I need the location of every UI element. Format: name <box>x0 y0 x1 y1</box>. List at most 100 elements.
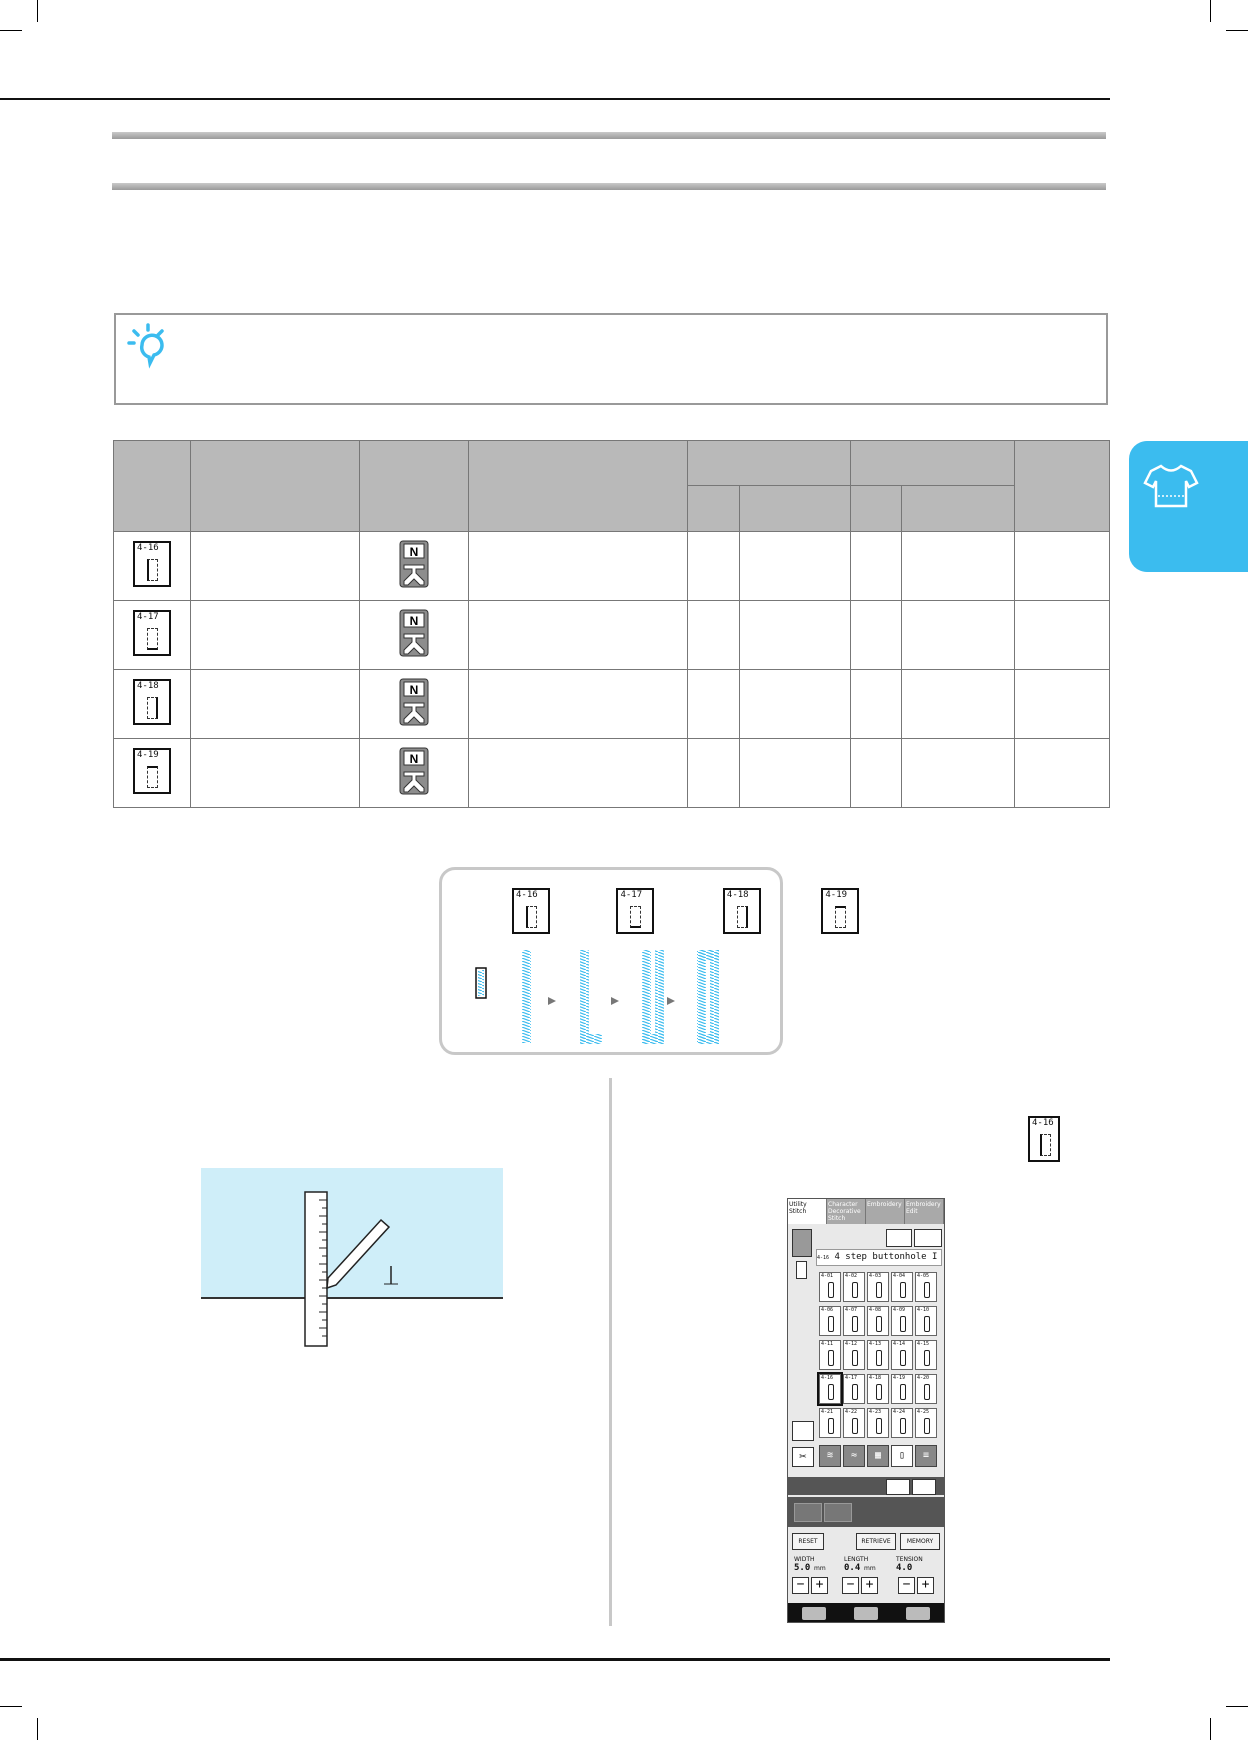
sewing-machine-help-button[interactable] <box>854 1606 878 1620</box>
width-plus-button[interactable]: + <box>811 1577 828 1594</box>
table-row: 4-17 N <box>113 600 1110 670</box>
table-header-row <box>113 440 1110 532</box>
reverse-button[interactable] <box>792 1421 814 1441</box>
stitch-cell[interactable]: 4-24 <box>891 1408 913 1438</box>
stitch-cell[interactable]: 4-23 <box>867 1408 889 1438</box>
memory-button[interactable]: MEMORY <box>900 1533 940 1550</box>
needle-position-button[interactable] <box>824 1503 852 1522</box>
stitch-grid: 4-01 4-02 4-03 4-04 4-05 4-06 4-07 4-08 … <box>817 1272 941 1438</box>
stitch-cell[interactable]: 4-01 <box>819 1272 841 1302</box>
screen-tab-bar: Utility Stitch Character Decorative Stit… <box>788 1199 944 1224</box>
left-side-stitch <box>522 950 531 1043</box>
foot-letter: N <box>410 545 419 559</box>
foot-letter: N <box>410 683 419 697</box>
tension-plus-button[interactable]: + <box>917 1577 934 1594</box>
stitch-code: 4-16 <box>1032 1118 1054 1128</box>
stitch-cell[interactable]: 4-22 <box>843 1408 865 1438</box>
presser-foot-n-icon: N <box>399 678 429 725</box>
stitch-cell[interactable]: 4-20 <box>915 1374 937 1404</box>
stitch-cell[interactable]: 4-04 <box>891 1272 913 1302</box>
stitch-cell[interactable]: 4-08 <box>867 1306 889 1336</box>
table-header-cell <box>850 485 902 532</box>
settings-button[interactable] <box>906 1606 930 1620</box>
manual-button[interactable] <box>912 1479 936 1495</box>
width-label: WIDTH <box>794 1556 815 1563</box>
tab-utility-stitch[interactable]: Utility Stitch <box>788 1199 827 1224</box>
buttonhole-symbol-icon <box>475 967 487 999</box>
lock-button[interactable] <box>886 1479 910 1495</box>
crop-mark <box>37 1718 38 1740</box>
crop-mark <box>1210 0 1211 22</box>
stitch-code: 4-19 <box>137 749 159 760</box>
tab-embroidery[interactable]: Embroidery <box>866 1199 905 1224</box>
table-header-cell <box>190 440 360 532</box>
note-box <box>114 313 1108 405</box>
category-button[interactable]: ≡ <box>915 1445 937 1467</box>
category-button[interactable]: ≈ <box>843 1445 865 1467</box>
presser-foot-n-icon: N <box>399 609 429 656</box>
sewing-sequence-diagram: 4-16 4-17 4-18 4-19 <box>439 867 860 1055</box>
stitch-cell[interactable]: 4-03 <box>867 1272 889 1302</box>
crop-mark <box>1210 1718 1211 1740</box>
crop-mark <box>0 1706 22 1707</box>
buttonhole-stitch-icon: 4-17 <box>133 609 171 656</box>
width-minus-button[interactable]: − <box>792 1577 809 1594</box>
category-button-selected[interactable]: ▯ <box>891 1445 913 1467</box>
machine-lcd-screen: Utility Stitch Character Decorative Stit… <box>787 1198 945 1623</box>
crop-mark <box>1226 30 1248 31</box>
stitch-cell[interactable]: 4-17 <box>843 1374 865 1404</box>
tension-value: 4.0 <box>896 1563 913 1573</box>
help-button[interactable] <box>802 1606 826 1620</box>
table-header-cell <box>687 440 851 486</box>
stitch-cell[interactable]: 4-10 <box>915 1306 937 1336</box>
buttonhole-stitch-icon: 4-17 <box>616 888 655 934</box>
stitch-cell[interactable]: 4-12 <box>843 1340 865 1370</box>
buttonhole-stitch-icon: 4-18 <box>722 888 761 934</box>
bottom-bartack-stitch <box>580 1034 602 1044</box>
stitch-cell[interactable]: 4-05 <box>915 1272 937 1302</box>
stitch-cell[interactable]: 4-07 <box>843 1306 865 1336</box>
stitch-cell[interactable]: 4-06 <box>819 1306 841 1336</box>
tab-character-decorative[interactable]: Character Decorative Stitch <box>827 1199 866 1224</box>
stitch-code: 4-18 <box>137 680 159 691</box>
stitch-cell[interactable]: 4-09 <box>891 1306 913 1336</box>
fabric-marking-illustration <box>201 1168 503 1347</box>
foot-letter: N <box>410 614 419 628</box>
stitch-cell-selected[interactable]: 4-16 <box>817 1372 843 1406</box>
twin-needle-button[interactable] <box>886 1229 912 1247</box>
right-side-stitch <box>655 950 664 1043</box>
stitch-cell[interactable]: 4-13 <box>867 1340 889 1370</box>
table-header-cell <box>359 440 469 532</box>
tension-minus-button[interactable]: − <box>898 1577 915 1594</box>
category-button[interactable]: ▦ <box>867 1445 889 1467</box>
stitch-cell[interactable]: 4-11 <box>819 1340 841 1370</box>
selected-stitch-title: 4-16 4 step buttonhole I <box>816 1249 942 1266</box>
tension-label: TENSION <box>896 1556 923 1563</box>
buttonhole-stitch-icon: 4-19 <box>133 747 171 794</box>
length-minus-button[interactable]: − <box>842 1577 859 1594</box>
reset-button[interactable]: RESET <box>792 1533 824 1550</box>
length-plus-button[interactable]: + <box>861 1577 878 1594</box>
column-divider <box>609 1078 612 1626</box>
heading-bar-top <box>112 132 1106 139</box>
category-button[interactable]: ≋ <box>819 1445 841 1467</box>
thread-cutter-icon[interactable]: ✂ <box>792 1447 814 1467</box>
retrieve-button[interactable]: RETRIEVE <box>856 1533 896 1550</box>
stitch-cell[interactable]: 4-25 <box>915 1408 937 1438</box>
stitch-cell[interactable]: 4-21 <box>819 1408 841 1438</box>
table-header-cell <box>1014 440 1110 532</box>
table-header-cell <box>468 440 688 532</box>
ruler-icon <box>304 1191 328 1347</box>
tab-embroidery-edit[interactable]: Embroidery Edit <box>905 1199 944 1224</box>
stitch-cell[interactable]: 4-18 <box>867 1374 889 1404</box>
stitch-cell[interactable]: 4-02 <box>843 1272 865 1302</box>
table-header-cell <box>687 485 740 532</box>
arrow-right-icon <box>667 997 675 1005</box>
pattern-image-button[interactable] <box>914 1229 942 1247</box>
arrow-right-icon <box>548 997 556 1005</box>
stitch-cell[interactable]: 4-19 <box>891 1374 913 1404</box>
mirror-button[interactable] <box>794 1503 822 1522</box>
stitch-cell[interactable]: 4-14 <box>891 1340 913 1370</box>
stitch-cell[interactable]: 4-15 <box>915 1340 937 1370</box>
top-bartack-stitch <box>697 950 719 960</box>
